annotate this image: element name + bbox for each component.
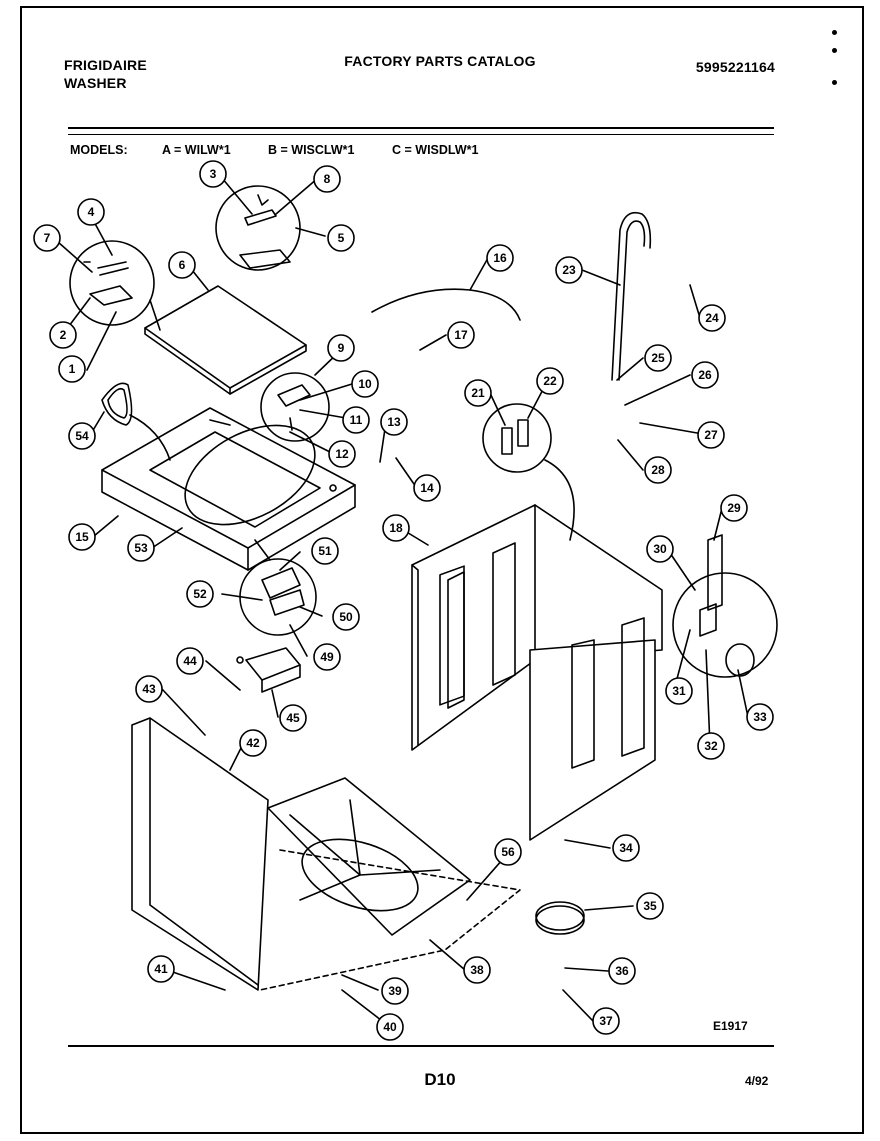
callout-29: 29 bbox=[727, 501, 741, 515]
bracket-45 bbox=[236, 647, 301, 693]
page-label: D10 bbox=[424, 1070, 456, 1089]
callout-38: 38 bbox=[470, 963, 484, 977]
callout-4: 4 bbox=[88, 205, 95, 219]
callout-30: 30 bbox=[653, 542, 667, 556]
callout-25: 25 bbox=[651, 351, 665, 365]
callout-16: 16 bbox=[493, 251, 507, 265]
callout-49: 49 bbox=[320, 650, 334, 664]
callout-8: 8 bbox=[324, 172, 331, 186]
cabinet-shell bbox=[411, 504, 663, 841]
callout-13: 13 bbox=[387, 415, 401, 429]
callout-51: 51 bbox=[318, 544, 332, 558]
callout-41: 41 bbox=[154, 962, 168, 976]
leader-lines bbox=[57, 177, 749, 1028]
callout-1: 1 bbox=[69, 362, 76, 376]
callout-32: 32 bbox=[704, 739, 718, 753]
base-frame bbox=[259, 777, 521, 991]
lid-switch-detail bbox=[239, 539, 317, 636]
callout-45: 45 bbox=[286, 711, 300, 725]
callout-10: 10 bbox=[358, 377, 372, 391]
top-cabinet bbox=[101, 407, 356, 571]
callout-24: 24 bbox=[705, 311, 719, 325]
callout-27: 27 bbox=[704, 428, 718, 442]
callout-5: 5 bbox=[338, 231, 345, 245]
callout-3: 3 bbox=[210, 167, 217, 181]
callout-35: 35 bbox=[643, 899, 657, 913]
callout-42: 42 bbox=[246, 736, 260, 750]
ring-35 bbox=[535, 901, 585, 935]
page-border bbox=[20, 6, 864, 1134]
callout-15: 15 bbox=[75, 530, 89, 544]
drain-hose bbox=[611, 211, 652, 381]
callout-50: 50 bbox=[339, 610, 353, 624]
binding-holes bbox=[832, 30, 838, 90]
callout-21: 21 bbox=[471, 386, 485, 400]
catalog-title: FACTORY PARTS CATALOG bbox=[344, 53, 536, 69]
lid-panel bbox=[144, 285, 307, 395]
callout-14: 14 bbox=[420, 481, 434, 495]
callout-2: 2 bbox=[60, 328, 67, 342]
model-c: C = WISDLW*1 bbox=[392, 143, 479, 157]
callout-23: 23 bbox=[562, 263, 576, 277]
callout-28: 28 bbox=[651, 463, 665, 477]
callout-31: 31 bbox=[672, 684, 686, 698]
callout-44: 44 bbox=[183, 654, 197, 668]
callout-39: 39 bbox=[388, 984, 402, 998]
brand-name: FRIGIDAIRE bbox=[64, 57, 147, 73]
footer-rule bbox=[68, 1045, 774, 1047]
figure-code: E1917 bbox=[713, 1019, 748, 1033]
callout-33: 33 bbox=[753, 710, 767, 724]
hinge-detail-left bbox=[69, 240, 161, 331]
callout-56: 56 bbox=[501, 845, 515, 859]
model-a: A = WILW*1 bbox=[162, 143, 231, 157]
callout-18: 18 bbox=[389, 521, 403, 535]
revision-date: 4/92 bbox=[745, 1074, 769, 1088]
callout-17: 17 bbox=[454, 328, 468, 342]
callout-34: 34 bbox=[619, 841, 633, 855]
callout-53: 53 bbox=[134, 541, 148, 555]
header-rule bbox=[68, 127, 774, 129]
gasket-54 bbox=[101, 382, 171, 461]
valve-detail bbox=[482, 403, 575, 541]
callout-52: 52 bbox=[193, 587, 207, 601]
callout-43: 43 bbox=[142, 682, 156, 696]
callout-37: 37 bbox=[599, 1014, 613, 1028]
brand-block: FRIGIDAIRE WASHER bbox=[64, 56, 147, 92]
callout-36: 36 bbox=[615, 964, 629, 978]
callout-26: 26 bbox=[698, 368, 712, 382]
hose-connector-detail bbox=[672, 534, 778, 678]
callout-7: 7 bbox=[44, 231, 51, 245]
callout-12: 12 bbox=[335, 447, 349, 461]
header-rule-thin bbox=[68, 134, 774, 135]
switch-detail bbox=[260, 372, 330, 442]
callout-9: 9 bbox=[338, 341, 345, 355]
power-cord bbox=[371, 288, 521, 321]
callout-54: 54 bbox=[75, 429, 89, 443]
callout-6: 6 bbox=[179, 258, 186, 272]
product-type: WASHER bbox=[64, 75, 127, 91]
callout-balloons: 1 2 3 4 5 6 7 8 9 10 11 12 13 14 15 16 1… bbox=[33, 160, 774, 1041]
front-panel bbox=[131, 717, 269, 991]
callout-40: 40 bbox=[383, 1020, 397, 1034]
catalog-number: 5995221164 bbox=[695, 59, 775, 75]
callout-22: 22 bbox=[543, 374, 557, 388]
callout-11: 11 bbox=[350, 413, 363, 427]
models-label: MODELS: bbox=[70, 143, 128, 157]
hinge-detail-top bbox=[215, 185, 301, 271]
model-b: B = WISCLW*1 bbox=[268, 143, 355, 157]
